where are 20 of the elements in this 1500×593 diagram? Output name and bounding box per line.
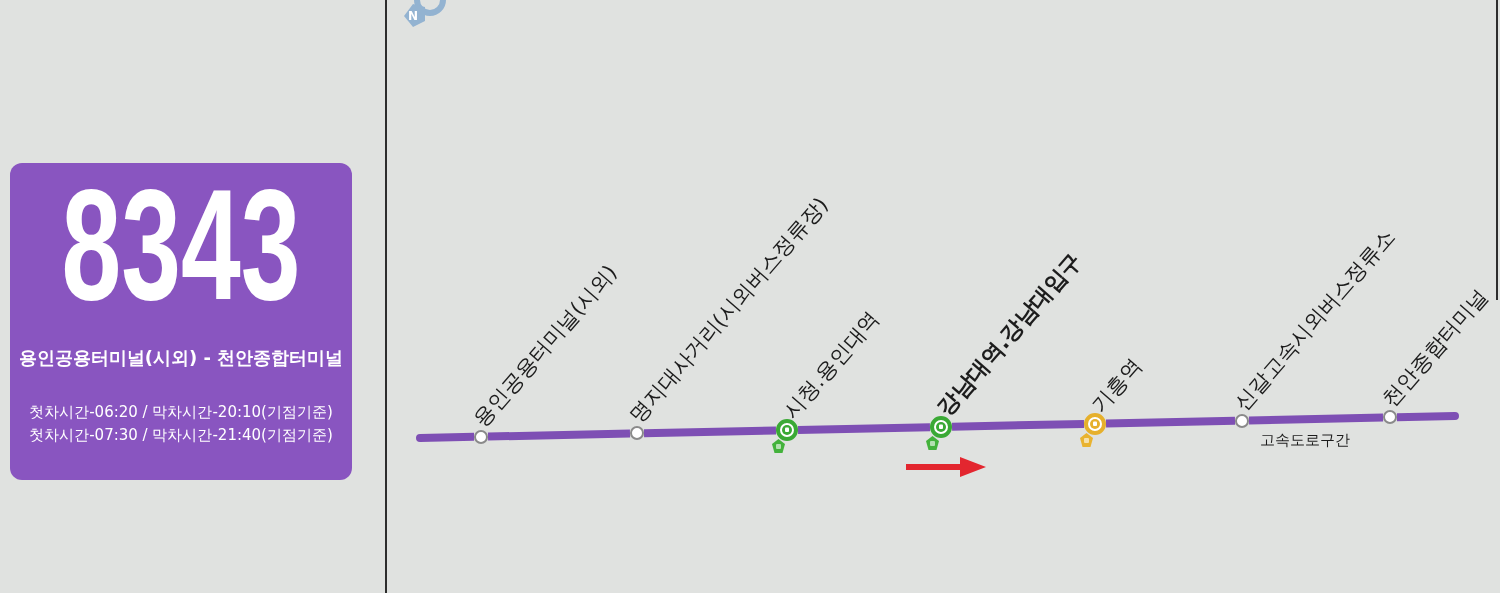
stop-marker [474,429,488,444]
transfer-stop-marker [776,419,798,442]
timetable-line: 첫차시간-06:20 / 막차시간-20:10(기점기준) [29,402,333,423]
north-label: N [408,9,419,23]
stop-marker [1383,410,1397,425]
stop-marker [630,426,644,441]
route-line [951,419,1085,431]
transfer-stop-marker [930,415,952,438]
timetable-line: 첫차시간-07:30 / 막차시간-21:40(기점기준) [29,425,333,446]
route-line [643,426,777,438]
stop-marker [1235,413,1249,428]
route-number: 8343 [61,165,301,323]
route-line [797,423,931,434]
edge-label: 고속도로구간 [1258,431,1352,449]
route-endpoints: 용인공용터미널(시외) - 천안종합터미널 [18,346,344,370]
route-line [1105,416,1236,428]
route-line [487,429,631,441]
route-line [1248,413,1384,425]
route-card [10,163,352,480]
transfer-stop-marker [1084,412,1106,435]
